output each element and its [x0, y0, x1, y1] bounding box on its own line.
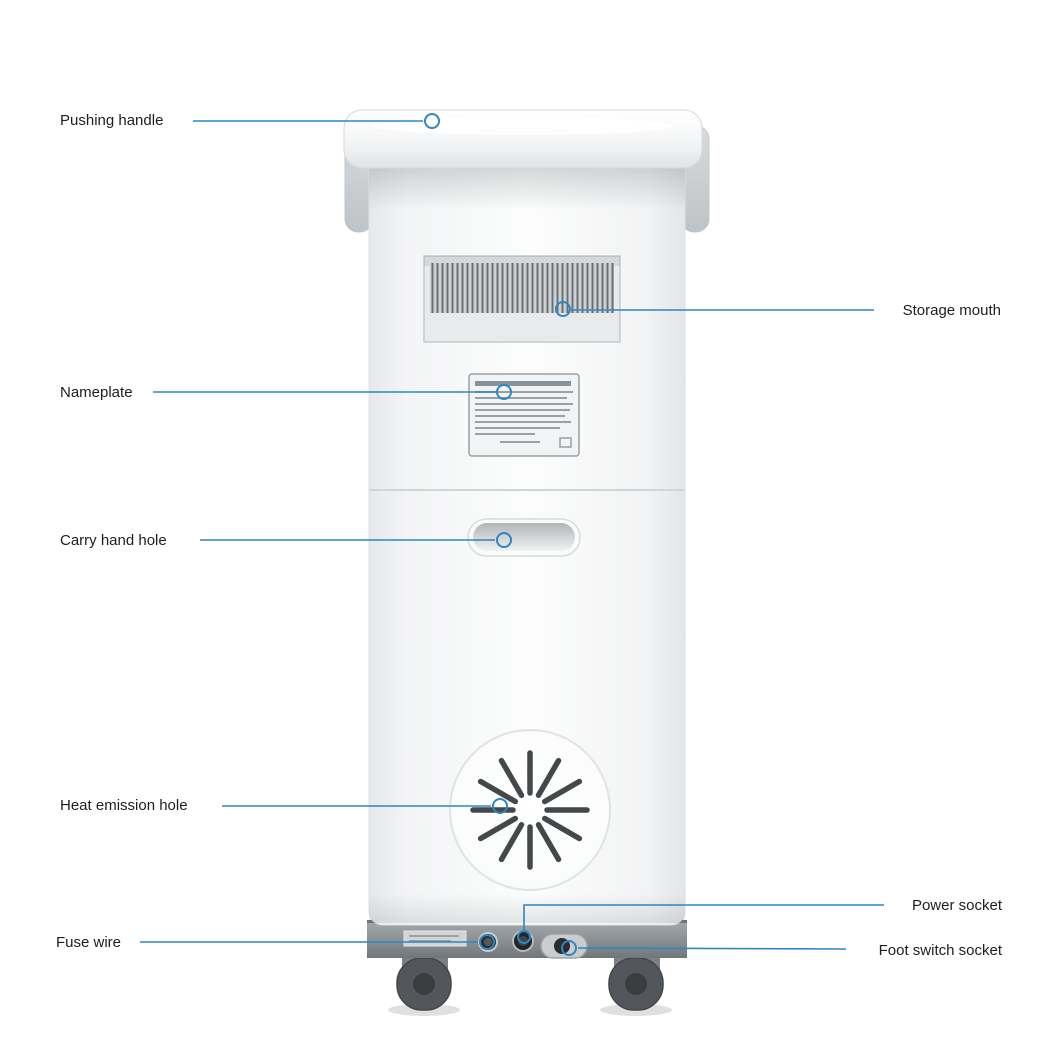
- pushing-handle-label: Pushing handle: [60, 112, 164, 129]
- power-socket-line: [523, 904, 884, 930]
- storage-mouth-grille: [423, 255, 621, 343]
- power-socket-marker: [517, 930, 531, 944]
- nameplate-label: Nameplate: [60, 384, 133, 401]
- carry-hand-hole-label: Carry hand hole: [60, 532, 167, 549]
- device-base: [367, 920, 687, 959]
- fuse-wire-label: Fuse wire: [56, 934, 122, 951]
- nameplate-plate: [468, 373, 580, 457]
- heat-emission-hole-marker: [492, 798, 508, 814]
- storage-mouth-marker: [555, 301, 571, 317]
- callout-markers: [424, 113, 577, 956]
- fuse-wire-marker: [479, 934, 495, 950]
- heat-emission-hole: [449, 729, 611, 891]
- foot-switch-socket-label: Foot switch socket: [878, 942, 1002, 959]
- foot-switch-socket: [540, 933, 588, 959]
- pushing-handle: [343, 109, 703, 169]
- foot-switch-socket-line: [577, 947, 847, 950]
- base-label: [403, 930, 467, 947]
- power-socket-label: Power socket: [911, 897, 1002, 914]
- storage-mouth-label: Storage mouth: [902, 302, 1001, 319]
- carry-hand-hole-marker: [496, 532, 512, 548]
- callout-lines: [140, 120, 884, 950]
- pushing-handle-marker: [424, 113, 440, 129]
- carry-hand-hole: [467, 518, 581, 557]
- foot-switch-socket-marker: [561, 940, 577, 956]
- nameplate-marker: [496, 384, 512, 400]
- heat-emission-hole-label: Heat emission hole: [60, 797, 188, 814]
